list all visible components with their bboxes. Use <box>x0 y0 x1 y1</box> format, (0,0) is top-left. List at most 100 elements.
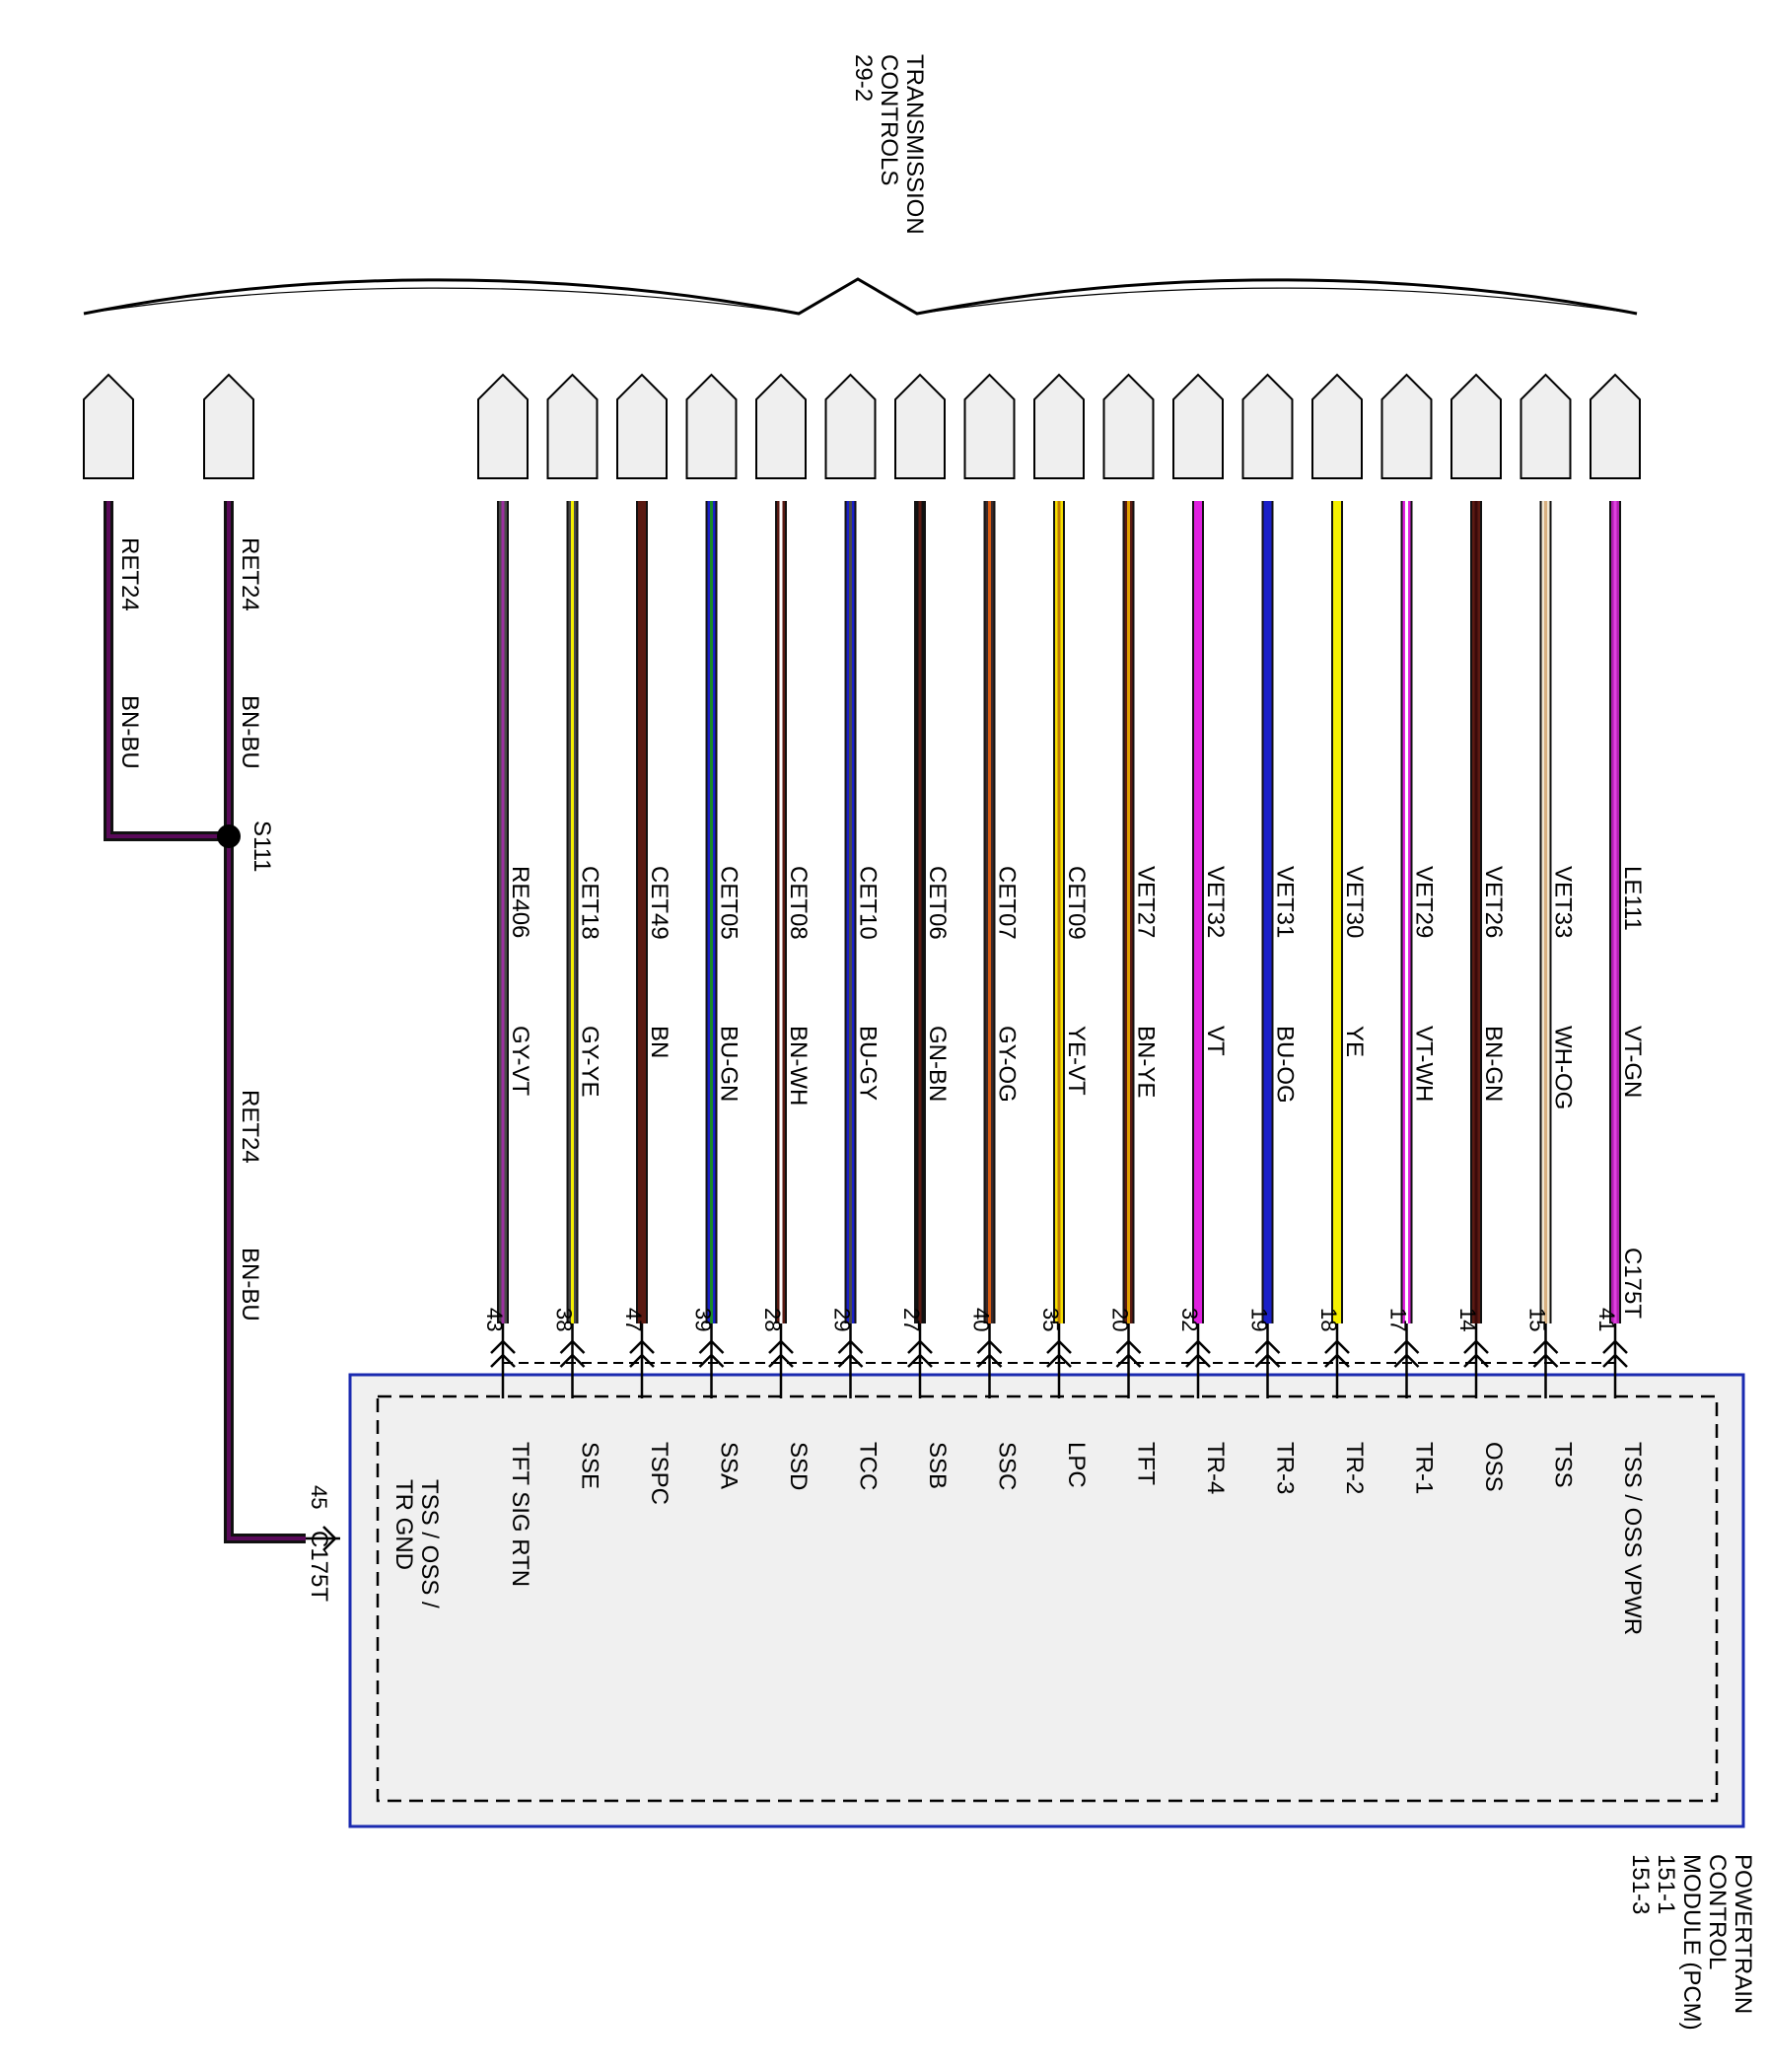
pin-function: TSS <box>1550 1442 1577 1488</box>
pin-terminal-icon <box>1602 1323 1628 1398</box>
pin-number: 43 <box>482 1308 507 1331</box>
pin-function: LPC <box>1063 1442 1090 1488</box>
wire-circuit: VET32 <box>1202 866 1229 938</box>
wire-color-code: GN-BN <box>924 1026 951 1102</box>
ground-circuit: RET24 <box>237 1090 263 1164</box>
connector-pin-icon <box>894 373 946 479</box>
pin-function: SSD <box>785 1442 812 1490</box>
wire-circuit: RE406 <box>507 866 533 938</box>
pin-function: SSC <box>994 1442 1021 1490</box>
pin-terminal-icon <box>976 1323 1003 1398</box>
wire-color-code: BN-GN <box>1480 1026 1507 1102</box>
pin-function: TCC <box>855 1442 882 1490</box>
connector-pin-icon <box>1311 373 1363 479</box>
ground-function-2: TR GND <box>390 1479 417 1570</box>
pin-number: 40 <box>969 1308 994 1331</box>
pin-terminal-icon <box>559 1323 586 1398</box>
connector-pin-icon <box>824 373 877 479</box>
wire-color-code: BU-GY <box>855 1026 882 1101</box>
pin-function: TR-2 <box>1341 1442 1368 1494</box>
wire-color-code: BU-GN <box>716 1026 743 1102</box>
pin-function: TR-3 <box>1272 1442 1299 1494</box>
ground-function: TSS / OSS / <box>416 1479 443 1608</box>
wire-circuit: CET10 <box>855 866 882 940</box>
connector-pin-icon <box>1450 373 1502 479</box>
pin-terminal-icon <box>1324 1323 1350 1398</box>
wire-color-code: YE-VT <box>1063 1026 1090 1096</box>
pin-function: TSPC <box>646 1442 672 1505</box>
connector-pin-icon <box>963 373 1016 479</box>
wire-color-code: YE <box>1341 1026 1368 1057</box>
pin-number: 32 <box>1177 1308 1202 1331</box>
connector-pin-icon <box>1590 373 1641 479</box>
connector-pin-icon <box>1520 373 1572 479</box>
pin-terminal-icon <box>1185 1323 1211 1398</box>
pin-function: TFT SIG RTN <box>507 1442 533 1587</box>
ground-connector: C175T <box>306 1531 332 1602</box>
wire-color-code: VT <box>1202 1026 1229 1056</box>
pin-terminal-icon <box>1046 1323 1072 1398</box>
left-wire-color: BN-BU <box>116 695 143 769</box>
wire-circuit: CET49 <box>646 866 672 940</box>
ground-pin: 45 <box>307 1485 331 1509</box>
wire-circuit: CET06 <box>924 866 951 940</box>
wire-circuit: VET27 <box>1133 866 1160 938</box>
connector-pin-icon <box>83 373 134 479</box>
pin-number: 29 <box>830 1308 855 1331</box>
pcm-module-inner <box>376 1394 1719 1803</box>
pin-number: 20 <box>1108 1308 1133 1331</box>
wire-color-code: BN-WH <box>785 1026 812 1106</box>
pin-number: 18 <box>1316 1308 1341 1331</box>
group-brace <box>83 277 1638 316</box>
wire-circuit: CET09 <box>1063 866 1090 940</box>
wire-color-code: GY-OG <box>994 1026 1021 1103</box>
pin-terminal-icon <box>1115 1323 1142 1398</box>
wire-circuit: CET08 <box>785 866 812 940</box>
connector-pin-icon <box>1172 373 1224 479</box>
pin-terminal-icon <box>1532 1323 1559 1398</box>
wire-color-code: BU-OG <box>1272 1026 1299 1104</box>
pin-function: TR-1 <box>1411 1442 1438 1494</box>
pin-function: SSA <box>716 1442 743 1489</box>
pin-terminal-icon <box>837 1323 864 1398</box>
pin-terminal-icon <box>629 1323 655 1398</box>
wire-circuit: LE111 <box>1619 866 1646 931</box>
pin-terminal-icon <box>907 1323 933 1398</box>
left-wire-circuit: RET24 <box>237 537 263 611</box>
ground-color: BN-BU <box>237 1248 263 1322</box>
pin-terminal-icon <box>490 1323 516 1398</box>
pin-function: SSB <box>924 1442 951 1489</box>
pin-function: TFT <box>1133 1442 1160 1485</box>
pin-number: 27 <box>899 1308 924 1331</box>
pin-number: 19 <box>1247 1308 1272 1331</box>
connector-pin-icon <box>1033 373 1085 479</box>
wire-color-code: GY-VT <box>507 1026 533 1096</box>
section-heading: TRANSMISSION CONTROLS 29-2 <box>850 54 928 241</box>
pin-terminal-icon <box>1393 1323 1420 1398</box>
connector-pin-icon <box>1380 373 1433 479</box>
pin-number: 38 <box>552 1308 577 1331</box>
pin-number: 14 <box>1455 1308 1480 1331</box>
connector-pin-icon <box>477 373 529 479</box>
pin-function: OSS <box>1480 1442 1507 1492</box>
wire-circuit: VET26 <box>1480 866 1507 938</box>
ground-wiring <box>104 501 340 1551</box>
wire-color-code: WH-OG <box>1550 1026 1577 1109</box>
wire-circuit: CET05 <box>716 866 743 940</box>
wire-circuit: VET33 <box>1550 866 1577 938</box>
wire-circuit: VET30 <box>1341 866 1368 938</box>
connector-label: C175T <box>1619 1248 1646 1319</box>
left-wire-color: BN-BU <box>237 695 263 769</box>
ground-terminal-icon <box>306 1526 340 1551</box>
